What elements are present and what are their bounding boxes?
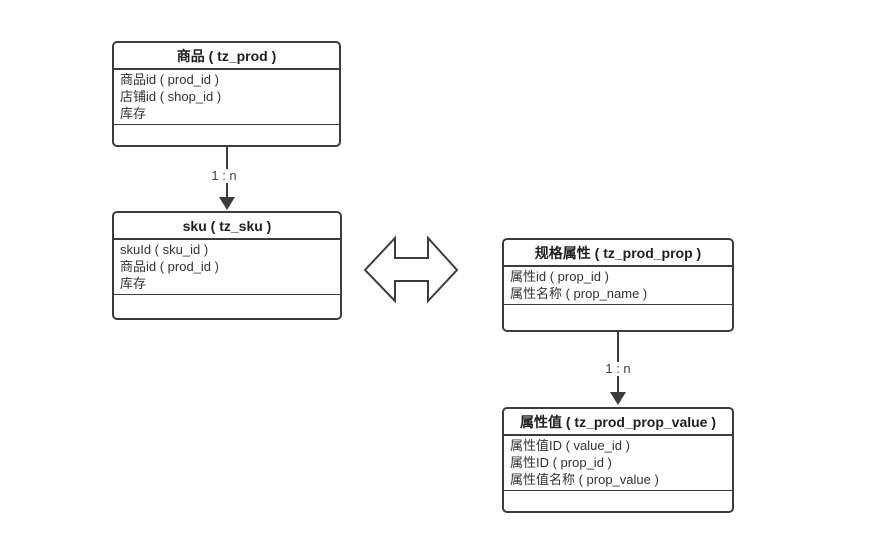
relation-label-prod-sku: 1 : n (207, 169, 241, 183)
entity-prop-title: 规格属性 ( tz_prod_prop ) (504, 240, 732, 267)
entity-prop-value-title: 属性值 ( tz_prod_prop_value ) (504, 409, 732, 436)
entity-sku: sku ( tz_sku ) skuId ( sku_id ) 商品id ( p… (112, 211, 342, 320)
entity-prop-value-attr-value-id: 属性值ID ( value_id ) (510, 438, 630, 453)
entity-prop-value-attr-prop-value: 属性值名称 ( prop_value ) (510, 472, 659, 487)
entity-prop-attrs: 属性id ( prop_id ) 属性名称 ( prop_name ) (504, 267, 732, 305)
entity-prop-value: 属性值 ( tz_prod_prop_value ) 属性值ID ( value… (502, 407, 734, 513)
entity-sku-attr-prod-id: 商品id ( prod_id ) (120, 259, 219, 274)
relation-label-prop-value: 1 : n (601, 362, 635, 376)
entity-prop-attr-prop-id: 属性id ( prop_id ) (510, 269, 609, 284)
connector-prod-sku-arrowhead-icon (219, 197, 235, 210)
double-horizontal-arrow-icon (363, 235, 459, 304)
entity-sku-attr-sku-id: skuId ( sku_id ) (120, 242, 209, 257)
entity-prod-attr-shop-id: 店铺id ( shop_id ) (120, 89, 222, 104)
connector-prop-value-arrowhead-icon (610, 392, 626, 405)
entity-prop-value-attrs: 属性值ID ( value_id ) 属性ID ( prop_id ) 属性值名… (504, 436, 732, 491)
entity-prop: 规格属性 ( tz_prod_prop ) 属性id ( prop_id ) 属… (502, 238, 734, 332)
entity-prop-value-attr-prop-id: 属性ID ( prop_id ) (510, 455, 612, 470)
entity-sku-title: sku ( tz_sku ) (114, 213, 340, 240)
entity-prop-value-empty-section (504, 491, 732, 511)
entity-sku-attrs: skuId ( sku_id ) 商品id ( prod_id ) 库存 (114, 240, 340, 295)
entity-prop-empty-section (504, 305, 732, 330)
entity-prod-attr-stock: 库存 (120, 106, 147, 121)
entity-sku-empty-section (114, 295, 340, 318)
entity-prop-attr-prop-name: 属性名称 ( prop_name ) (510, 286, 648, 301)
entity-prod: 商品 ( tz_prod ) 商品id ( prod_id ) 店铺id ( s… (112, 41, 341, 147)
entity-prod-title: 商品 ( tz_prod ) (114, 43, 339, 70)
entity-prod-empty-section (114, 125, 339, 145)
entity-prod-attr-prod-id: 商品id ( prod_id ) (120, 72, 219, 87)
entity-sku-attr-stock: 库存 (120, 276, 147, 291)
entity-prod-attrs: 商品id ( prod_id ) 店铺id ( shop_id ) 库存 (114, 70, 339, 125)
